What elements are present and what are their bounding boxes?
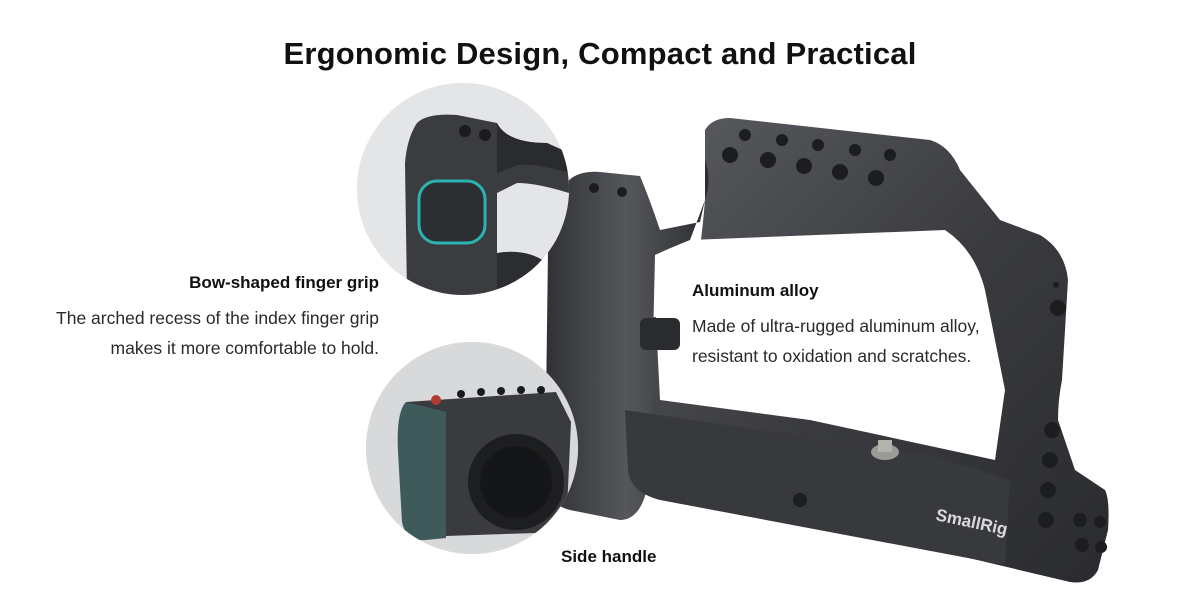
side-handle-detail-image	[366, 342, 578, 554]
aluminum-alloy-description: Made of ultra-rugged aluminum alloy, res…	[692, 311, 980, 371]
finger-grip-description-line-1: The arched recess of the index finger gr…	[56, 308, 379, 328]
finger-grip-description-line-2: makes it more comfortable to hold.	[110, 338, 379, 358]
finger-grip-description: The arched recess of the index finger gr…	[0, 303, 379, 363]
headline: Ergonomic Design, Compact and Practical	[283, 36, 917, 71]
side-handle-title: Side handle	[561, 547, 657, 566]
aluminum-alloy-description-line-1: Made of ultra-rugged aluminum alloy,	[692, 316, 980, 336]
aluminum-alloy-title: Aluminum alloy	[692, 281, 819, 300]
aluminum-alloy-description-line-2: resistant to oxidation and scratches.	[692, 346, 972, 366]
finger-grip-title: Bow-shaped finger grip	[189, 273, 379, 292]
finger-grip-detail-image	[357, 83, 569, 295]
